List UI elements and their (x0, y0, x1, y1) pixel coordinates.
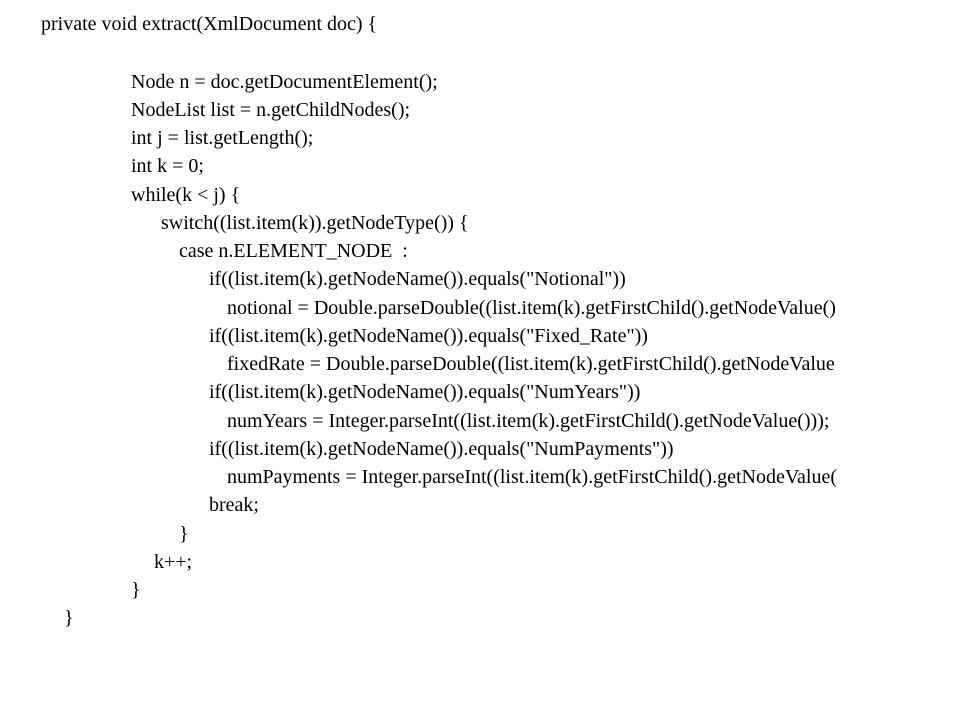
code-line-while: while(k < j) { (131, 184, 241, 206)
code-line-node-declaration: Node n = doc.getDocumentElement(); (131, 71, 438, 93)
code-line-assign-num-years: numYears = Integer.parseInt((list.item(k… (227, 410, 830, 432)
code-line-case: case n.ELEMENT_NODE : (179, 240, 408, 262)
code-line-break: break; (209, 494, 259, 516)
code-line-if-num-payments: if((list.item(k).getNodeName()).equals("… (209, 438, 674, 460)
code-line-close-method: } (64, 607, 74, 629)
code-line-switch: switch((list.item(k)).getNodeType()) { (161, 212, 469, 234)
code-line-assign-num-payments: numPayments = Integer.parseInt((list.ite… (227, 466, 838, 488)
code-line-nodelist-declaration: NodeList list = n.getChildNodes(); (131, 99, 411, 121)
code-line-method-signature: private void extract(XmlDocument doc) { (41, 13, 378, 35)
code-line-int-k: int k = 0; (131, 155, 204, 177)
code-line-if-notional: if((list.item(k).getNodeName()).equals("… (209, 268, 626, 290)
code-line-close-while: } (131, 579, 141, 601)
code-line-assign-fixed-rate: fixedRate = Double.parseDouble((list.ite… (227, 353, 835, 375)
code-line-increment: k++; (154, 551, 193, 573)
code-line-if-fixed-rate: if((list.item(k).getNodeName()).equals("… (209, 325, 648, 347)
code-line-assign-notional: notional = Double.parseDouble((list.item… (227, 297, 836, 319)
code-line-close-switch: } (179, 523, 189, 545)
code-line-if-num-years: if((list.item(k).getNodeName()).equals("… (209, 381, 641, 403)
code-line-int-j: int j = list.getLength(); (131, 127, 314, 149)
